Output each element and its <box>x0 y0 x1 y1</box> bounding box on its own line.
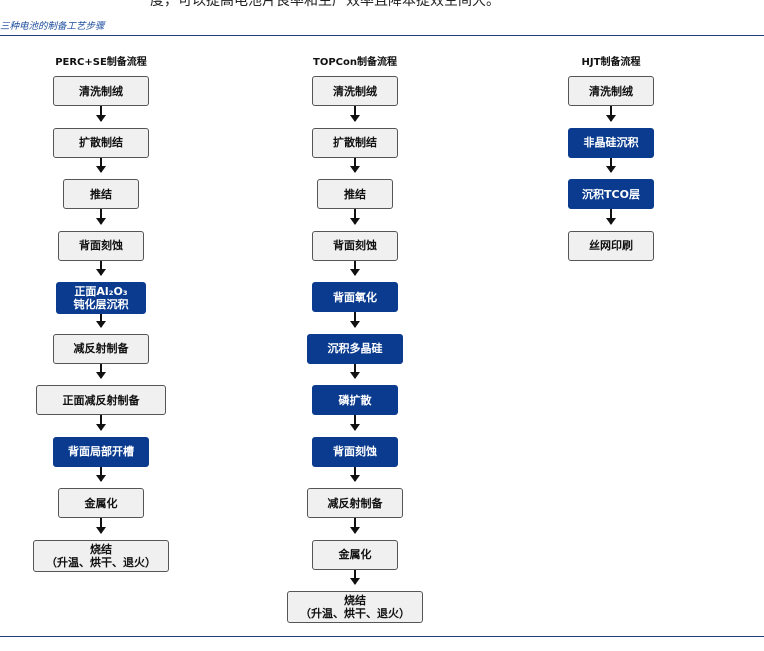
process-step: 减反射制备 <box>307 488 403 518</box>
process-step: 沉积TCO层 <box>568 179 654 209</box>
flow-arrow <box>350 260 360 276</box>
process-step: 丝网印刷 <box>568 230 654 261</box>
flow-arrow <box>96 260 106 276</box>
flow-arrow <box>606 157 616 173</box>
process-step: 背面局部开槽 <box>53 436 149 467</box>
flow-arrow <box>96 157 106 173</box>
process-step: 清洗制绒 <box>312 76 398 106</box>
process-step: 沉积多晶硅 <box>307 333 403 364</box>
flow-arrow <box>350 415 360 430</box>
flow-arrow <box>350 312 360 327</box>
column-title: PERC+SE制备流程 <box>55 57 147 68</box>
process-step: 烧结 （升温、烘干、退火） <box>33 539 169 572</box>
flow-arrow <box>96 518 106 533</box>
top-divider <box>0 35 764 36</box>
process-step: 背面刻蚀 <box>312 436 398 467</box>
process-step: 清洗制绒 <box>568 76 654 106</box>
flow-arrow <box>96 314 106 327</box>
process-step: 背面刻蚀 <box>58 230 144 261</box>
flow-arrow <box>606 209 616 224</box>
process-step: 减反射制备 <box>53 333 149 364</box>
process-step: 背面氧化 <box>312 282 398 312</box>
process-step: 清洗制绒 <box>53 76 149 106</box>
column-title: TOPCon制备流程 <box>313 57 397 68</box>
flow-arrow <box>350 106 360 121</box>
body-text-fragment: 度，可以提高电池片良率和生产效率且降本提效空间大。 <box>150 0 500 9</box>
process-step: 正面Al₂O₃ 钝化层沉积 <box>56 282 146 314</box>
flow-arrow <box>96 466 106 482</box>
process-step: 金属化 <box>58 488 144 518</box>
process-step: 扩散制结 <box>312 127 398 158</box>
flow-arrow <box>350 363 360 379</box>
flow-arrow <box>350 569 360 585</box>
process-step: 金属化 <box>312 539 398 570</box>
column-title: HJT制备流程 <box>581 57 641 68</box>
process-step: 背面刻蚀 <box>312 230 398 261</box>
bottom-divider <box>0 636 764 637</box>
flow-arrow <box>606 106 616 121</box>
process-step: 扩散制结 <box>53 127 149 158</box>
process-step: 推结 <box>63 179 139 209</box>
process-step: 推结 <box>317 179 393 209</box>
flow-arrow <box>350 209 360 224</box>
flow-arrow <box>96 363 106 379</box>
flow-arrow <box>96 209 106 224</box>
process-step: 正面减反射制备 <box>36 385 166 415</box>
process-step: 磷扩散 <box>312 385 398 415</box>
process-step: 非晶硅沉积 <box>568 127 654 158</box>
flow-arrow <box>96 106 106 121</box>
process-step: 烧结 （升温、烘干、退火） <box>287 591 423 623</box>
figure-caption: 三种电池的制备工艺步骤 <box>0 21 105 32</box>
flow-arrow <box>350 518 360 533</box>
flow-arrow <box>96 415 106 430</box>
flow-arrow <box>350 157 360 173</box>
flow-arrow <box>350 466 360 482</box>
